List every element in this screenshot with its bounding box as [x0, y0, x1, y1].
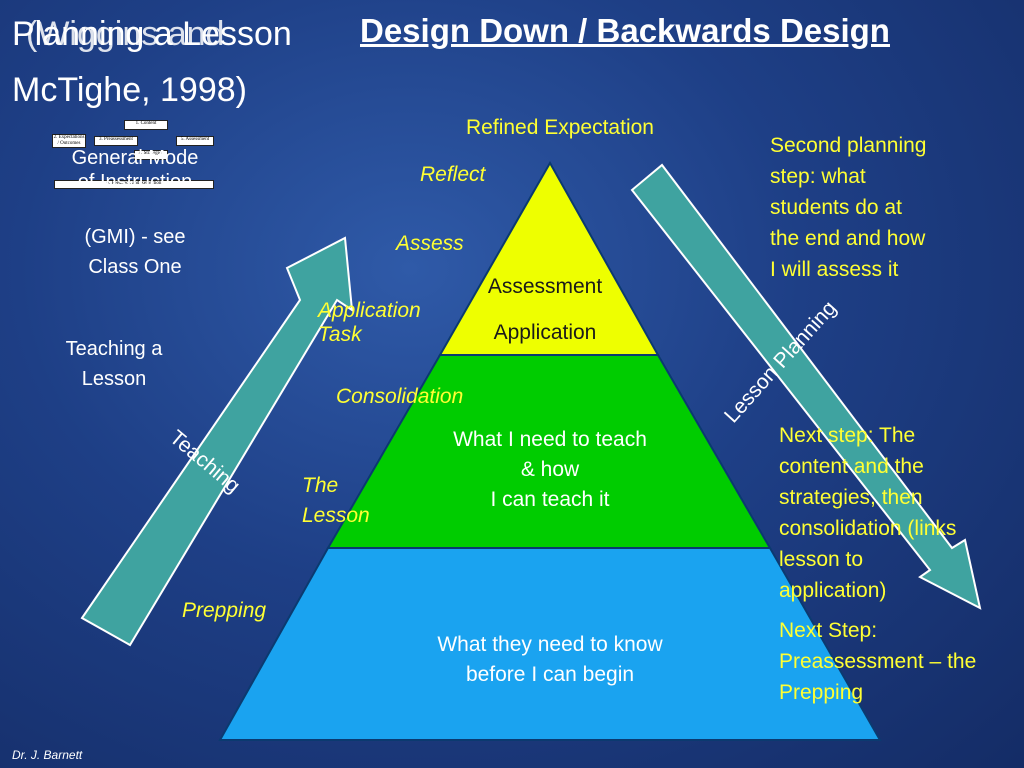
stage-the-lesson: The Lesson	[302, 471, 370, 531]
note-next1-l4: consolidation (links	[779, 517, 957, 540]
tier-top-application: Application	[493, 321, 597, 344]
title-line1: Planning a Lesson	[12, 15, 292, 53]
tier-top-text: Assessment Application	[440, 272, 650, 348]
note-second-l3: students do at	[770, 196, 902, 219]
gmi-label: General Mode of Instruction	[50, 146, 220, 194]
tier-middle-line1: What I need to teach	[453, 428, 647, 451]
tier-bottom-text: What they need to know before I can begi…	[380, 630, 720, 690]
note-next1-l5: lesson to	[779, 548, 864, 571]
stage-prepping: Prepping	[182, 599, 267, 622]
mini-box-expectations: 2. Expectations / Outcomes	[52, 134, 86, 148]
stage-lesson-line2: Lesson	[302, 504, 370, 527]
note-next1-l1: Next step: The	[779, 424, 916, 447]
gmi-mini-diagram: 1. Content 2. Expectations / Outcomes 3.…	[52, 118, 214, 190]
pyramid-tier-top	[438, 160, 660, 356]
note-next2-l3: Prepping	[779, 681, 864, 704]
title-overlap-text: (Wiggins and	[26, 15, 225, 53]
gmi-line4: Class One	[88, 256, 182, 278]
lesson-planning-arrow	[630, 163, 982, 610]
gmi-see-class: (GMI) - see Class One	[50, 222, 220, 282]
mini-box-content: 1. Content	[124, 120, 168, 130]
tier-middle-line2: & how	[520, 458, 580, 481]
tier-middle-line3: I can teach it	[490, 488, 610, 511]
note-next-step-content: Next step: The content and the strategie…	[779, 420, 1019, 606]
note-second-l1: Second planning	[770, 134, 927, 157]
stage-reflect: Reflect	[420, 163, 486, 186]
note-second-planning: Second planning step: what students do a…	[770, 130, 1000, 285]
tier-top-assessment: Assessment	[487, 275, 603, 298]
teaching-line2: Lesson	[81, 368, 147, 390]
title-citation: McTighe, 1998)	[12, 71, 247, 109]
tier-bottom-line1: What they need to know	[437, 633, 663, 656]
gmi-line2: of Instruction	[77, 171, 193, 193]
stage-application-task: Application Task	[318, 299, 421, 347]
note-second-l2: step: what	[770, 165, 866, 188]
gmi-line1: General Mode	[71, 147, 199, 169]
mini-box-feedback: 6. Feedback and Reflection	[54, 180, 214, 189]
tier-bottom-line2: before I can begin	[465, 663, 635, 686]
teaching-line1: Teaching a	[65, 338, 163, 360]
note-second-l5: I will assess it	[770, 258, 899, 281]
gmi-line3: (GMI) - see	[84, 226, 186, 248]
title-planning-a-lesson: (Wiggins and Planning a Lesson	[12, 14, 292, 54]
note-next2-l1: Next Step:	[779, 619, 878, 642]
tier-middle-text: What I need to teach & how I can teach i…	[400, 425, 700, 515]
refined-expectation-label: Refined Expectation	[466, 116, 654, 139]
stage-assess: Assess	[396, 232, 464, 255]
stage-application-line2: Task	[318, 323, 362, 346]
note-next1-l2: content and the	[779, 455, 924, 478]
mini-box-assessment: 5. Assessment	[176, 136, 214, 146]
mini-box-preassessment: 3. Preassessment	[94, 136, 138, 146]
mini-box-strategies: 4. Strategies	[134, 150, 168, 160]
teaching-a-lesson-label: Teaching a Lesson	[34, 334, 194, 394]
note-second-l4: the end and how	[770, 227, 926, 250]
stage-lesson-line1: The	[302, 474, 339, 497]
stage-consolidation: Consolidation	[336, 385, 464, 408]
page-title: Design Down / Backwards Design	[360, 12, 890, 49]
note-next2-l2: Preassessment – the	[779, 650, 977, 673]
note-next-step-preassessment: Next Step: Preassessment – the Prepping	[779, 615, 1019, 708]
note-next1-l6: application)	[779, 579, 887, 602]
note-next1-l3: strategies, then	[779, 486, 923, 509]
teaching-arrow	[80, 236, 354, 647]
stage-application-line1: Application	[318, 299, 421, 322]
footer-author: Dr. J. Barnett	[12, 748, 83, 762]
